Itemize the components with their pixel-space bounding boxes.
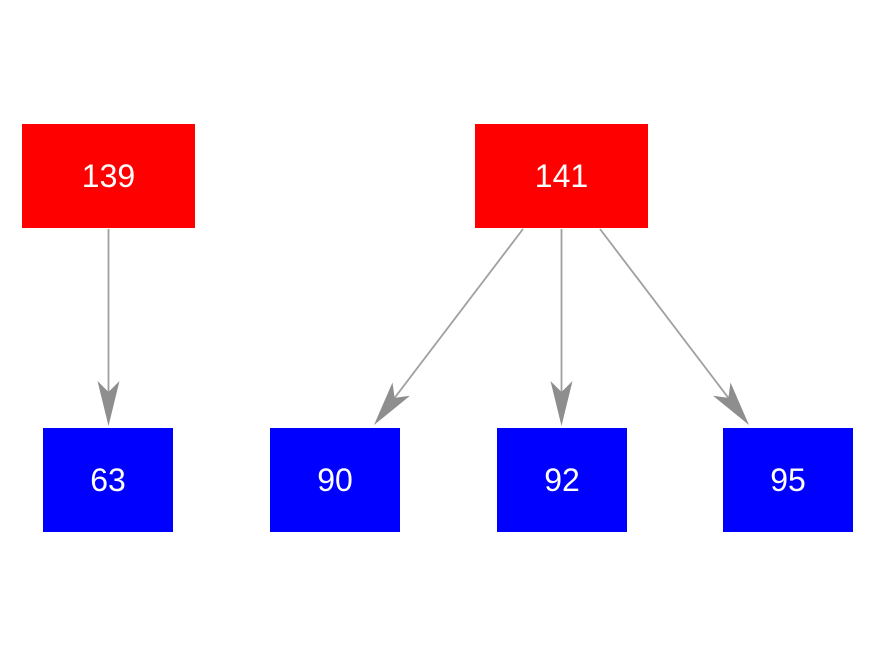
node-90: 90 (270, 428, 400, 532)
node-label: 92 (544, 462, 580, 498)
node-92: 92 (497, 428, 627, 532)
node-label: 90 (317, 462, 353, 498)
arrowhead-icon-139-63 (97, 381, 120, 426)
arrowhead-icon-141-92 (550, 381, 573, 426)
node-95: 95 (723, 428, 853, 532)
arrowhead-icon-141-90 (374, 382, 410, 425)
node-63: 63 (43, 428, 173, 532)
node-label: 141 (534, 158, 589, 194)
arrowhead-icon-141-95 (713, 382, 749, 425)
node-139: 139 (22, 124, 195, 228)
edge-line-141-95 (599, 228, 730, 399)
node-label: 95 (770, 462, 806, 498)
node-141: 141 (475, 124, 648, 228)
node-label: 139 (81, 158, 136, 194)
edge-line-141-90 (393, 228, 524, 399)
node-label: 63 (90, 462, 126, 498)
